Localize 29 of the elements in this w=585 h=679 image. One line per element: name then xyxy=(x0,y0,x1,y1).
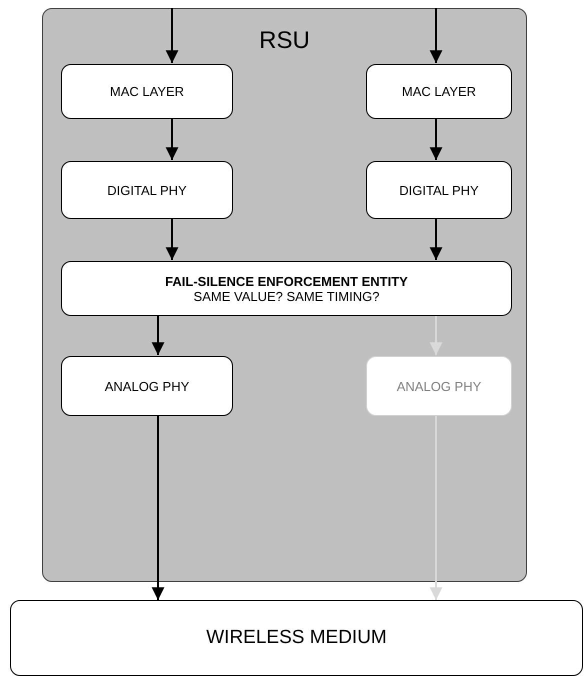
arrow xyxy=(152,315,164,356)
arrow xyxy=(430,218,442,260)
medium-box xyxy=(10,600,583,676)
process-box xyxy=(61,356,233,416)
arrow xyxy=(430,118,442,160)
box-label: MAC LAYER xyxy=(402,84,476,99)
box-heading: FAIL-SILENCE ENFORCEMENT ENTITY xyxy=(165,274,408,288)
arrow xyxy=(430,8,442,64)
process-box xyxy=(366,356,512,416)
box-label: ANALOG PHY xyxy=(104,378,190,394)
box-label: DIGITAL PHY xyxy=(399,182,479,198)
arrow xyxy=(166,8,178,64)
arrow xyxy=(166,118,178,160)
box-label: DIGITAL PHY xyxy=(107,182,187,198)
arrow xyxy=(430,315,442,356)
box-label: MAC LAYER xyxy=(110,84,184,99)
box-label: ANALOG PHY xyxy=(396,378,482,394)
process-box xyxy=(366,161,512,219)
process-box xyxy=(366,64,512,119)
process-box xyxy=(61,64,233,119)
container-panel xyxy=(42,8,527,582)
process-box xyxy=(61,161,233,219)
box-label: WIRELESS MEDIUM xyxy=(206,627,387,649)
box-subtext: SAME VALUE? SAME TIMING? xyxy=(194,288,380,304)
arrow xyxy=(152,415,164,600)
process-box xyxy=(61,261,512,316)
panel-title: RSU xyxy=(258,27,311,55)
arrow xyxy=(166,218,178,260)
arrow xyxy=(430,415,442,600)
